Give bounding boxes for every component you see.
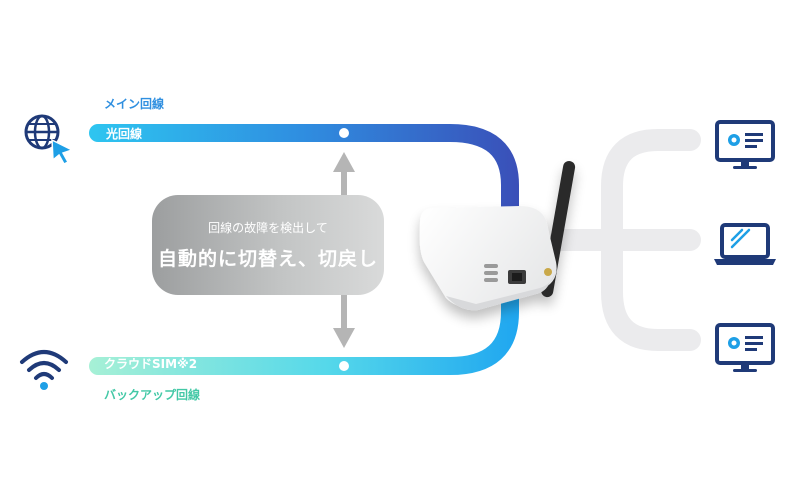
failover-description-box: 回線の故障を検出して 自動的に切替え、切戻し	[152, 195, 384, 295]
main-line-label: メイン回線	[104, 97, 165, 111]
wifi-icon-dot	[40, 382, 48, 390]
desktop-monitor-icon-2	[715, 323, 775, 372]
failover-description-line2: 自動的に切替え、切戻し	[157, 248, 378, 270]
backup-line-track	[89, 281, 519, 375]
main-line-node	[339, 128, 349, 138]
backup-line-node	[339, 361, 349, 371]
desktop-monitor-icon	[715, 120, 775, 169]
fiber-line-label: 光回線	[106, 127, 143, 141]
laptop-icon	[714, 223, 776, 265]
failover-description-line1: 回線の故障を検出して	[208, 221, 328, 235]
backup-line-label: バックアップ回線	[104, 388, 201, 402]
router-device	[419, 160, 576, 311]
globe-cursor-icon	[24, 114, 74, 165]
device-distribution-fork	[549, 129, 701, 351]
wifi-icon	[20, 350, 68, 380]
cloud-sim-label: クラウドSIM※2	[104, 357, 198, 371]
main-line-track	[89, 124, 519, 227]
